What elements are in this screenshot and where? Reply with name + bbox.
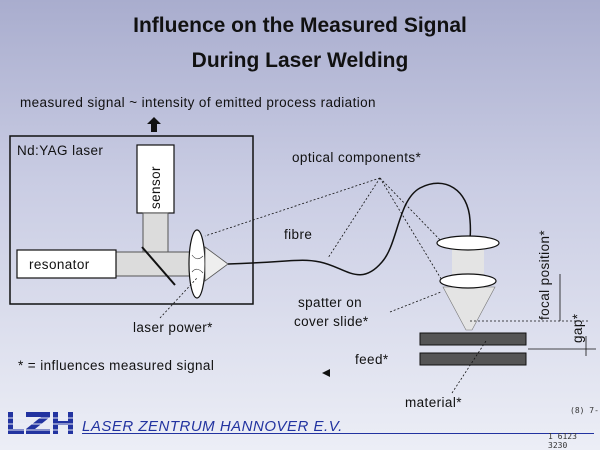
lzh-logo — [6, 412, 76, 434]
focal-position-label: focal position* — [537, 230, 552, 320]
laser-power-label: laser power* — [133, 320, 213, 335]
laser-box — [9, 135, 254, 305]
spatter-label-line1: spatter on — [298, 295, 362, 310]
coupling-lens — [188, 229, 206, 299]
fibre-label: fibre — [284, 227, 312, 242]
focus-cone — [204, 246, 229, 282]
laser-label: Nd:YAG laser — [17, 143, 103, 158]
up-arrow-icon — [147, 117, 161, 132]
collimating-lens — [436, 235, 500, 251]
material-label: material* — [405, 395, 462, 410]
title-line-2: During Laser Welding — [191, 49, 409, 72]
measured-signal-label: measured signal ~ intensity of emitted p… — [20, 95, 376, 110]
sensor-beam — [142, 212, 169, 254]
title-line-1: Influence on the Measured Signal — [133, 14, 467, 37]
lower-plate — [419, 352, 527, 366]
optical-leaders — [204, 177, 444, 283]
feed-label: feed* — [355, 352, 389, 367]
focusing-lens — [439, 273, 497, 289]
fibre-line — [227, 182, 472, 276]
material-leader — [451, 340, 487, 394]
gap-label: gap* — [570, 313, 585, 343]
document-code: 1 6123 3230 — [548, 432, 577, 450]
lens-shading — [191, 254, 204, 274]
resonator-box — [16, 249, 117, 279]
sensor-box — [136, 144, 175, 214]
laser-power-leader — [159, 277, 198, 319]
organization-name: LASER ZENTRUM HANNOVER E.V. — [82, 418, 343, 435]
sensor-label: sensor — [148, 166, 163, 209]
footer-rule — [82, 433, 594, 434]
slide-code: (8) 7- — [570, 406, 599, 415]
resonator-label: resonator — [29, 257, 90, 272]
beam-splitter — [141, 246, 176, 286]
upper-plate — [419, 332, 527, 346]
spatter-leader — [389, 291, 442, 313]
legend-label: * = influences measured signal — [18, 358, 214, 373]
feed-arrow-icon — [322, 369, 330, 377]
spatter-label-line2: cover slide* — [294, 314, 369, 329]
focus-beam — [442, 286, 496, 331]
optical-components-label: optical components* — [292, 150, 422, 165]
